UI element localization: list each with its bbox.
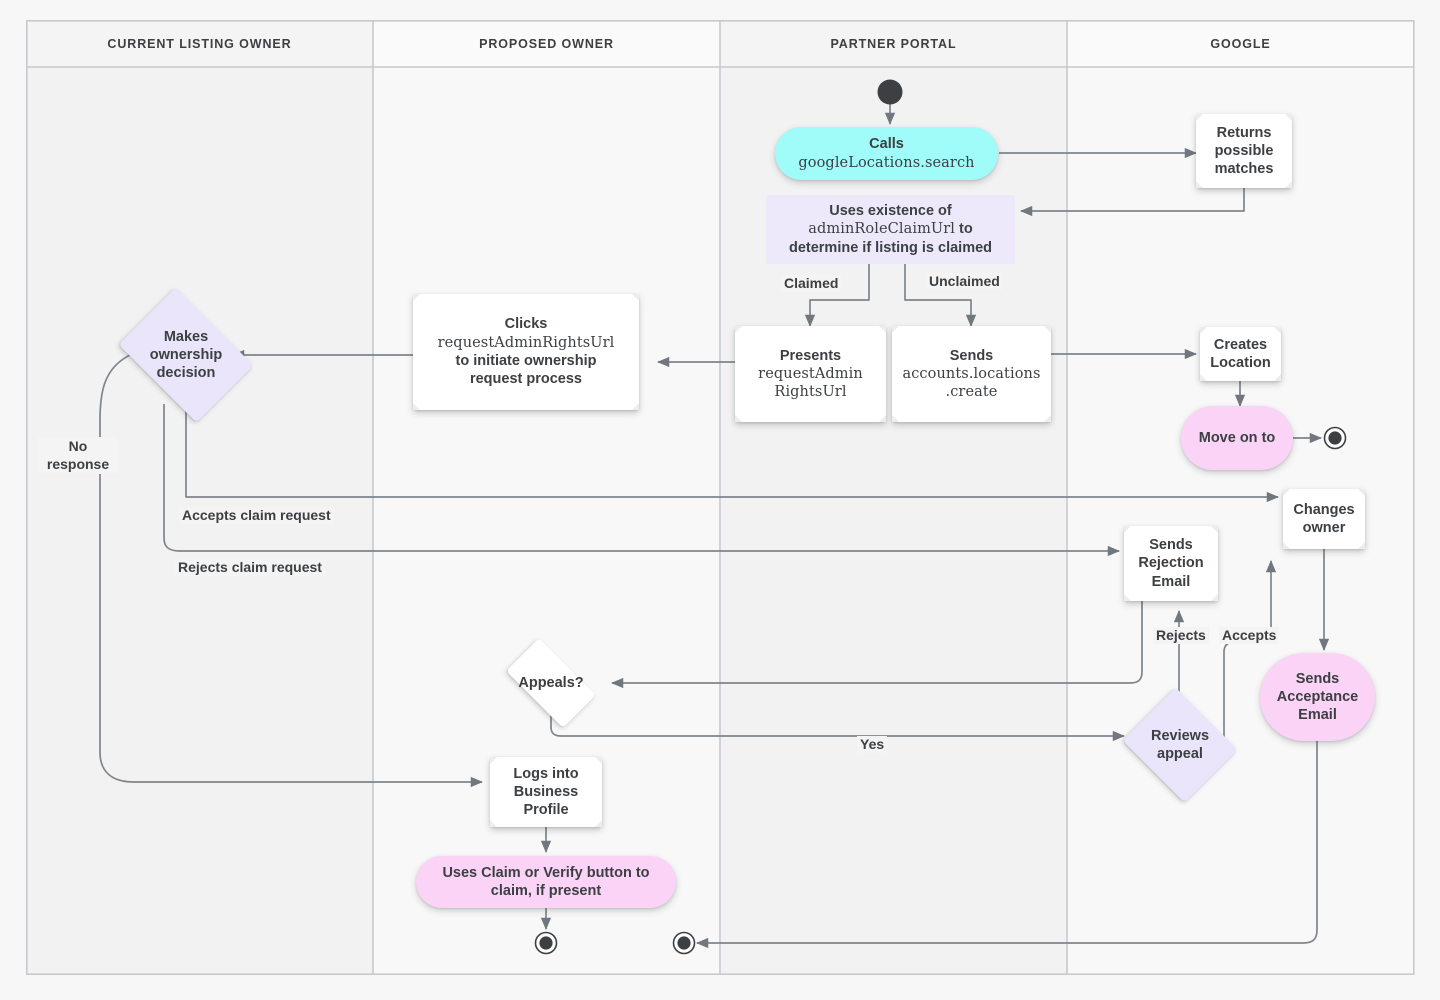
reviews-appeal-label: Reviews appeal (1150, 727, 1210, 762)
node-move-on-to[interactable]: Move on to (1181, 406, 1293, 470)
end-node-partner-portal (672, 931, 696, 955)
lane-header-strip (26, 20, 1414, 67)
node-clicks-request-admin-rights-url[interactable]: Clicks requestAdminRightsUrl to initiate… (413, 294, 639, 410)
lane-title-google: GOOGLE (1210, 36, 1271, 51)
makes-ownership-decision-label: Makes ownership decision (149, 328, 223, 382)
node-makes-ownership-decision[interactable]: Makes ownership decision (108, 287, 264, 423)
returns-possible-matches-label: Returns possible matches (1214, 124, 1274, 178)
creates-location-label: Creates Location (1210, 336, 1271, 371)
edge-decision-rejects (163, 404, 1120, 557)
appeals-label: Appeals? (518, 674, 584, 691)
edge-label-rejects: Rejects (1153, 627, 1209, 644)
edge-label-no-response: No response (38, 437, 118, 474)
logs-into-business-profile-label: Logs into Business Profile (513, 765, 579, 819)
uses-existence-line-3: determine if listing is claimed (788, 239, 993, 256)
clicks-line-1: Clicks (504, 316, 548, 333)
node-uses-claim-or-verify-button[interactable]: Uses Claim or Verify button to claim, if… (416, 856, 676, 908)
presents-line-3: RightsUrl (774, 384, 847, 401)
no-response-line-1: No (68, 438, 88, 454)
edge-label-accepts: Accepts (1219, 627, 1280, 644)
presents-line-1: Presents (779, 347, 842, 364)
changes-owner-label: Changes owner (1293, 501, 1355, 536)
edge-returns-to-uses (1020, 186, 1245, 217)
edge-decision-accepts (185, 402, 1279, 503)
end-node-google (1323, 426, 1347, 450)
start-node-partner-portal (877, 79, 903, 105)
clicks-line-2: requestAdminRightsUrl (437, 334, 615, 351)
terminal-nodes (534, 79, 1347, 955)
node-logs-into-business-profile[interactable]: Logs into Business Profile (490, 757, 602, 827)
edge-uses-fork-left (804, 264, 870, 327)
connectors (99, 103, 1330, 949)
end-node-proposed-owner (534, 931, 558, 955)
node-sends-accounts-locations-create[interactable]: Sends accounts.locations .create (892, 326, 1051, 422)
edge-rejection-to-appeals (611, 600, 1143, 689)
sends-create-line-3: .create (945, 384, 998, 401)
presents-line-2: requestAdmin (758, 365, 863, 382)
node-uses-existence-admin-role-claim-url[interactable]: Uses existence of adminRoleClaimUrl to d… (766, 195, 1015, 264)
lane-title-partner-portal: PARTNER PORTAL (830, 36, 957, 51)
node-creates-location[interactable]: Creates Location (1200, 327, 1281, 381)
edge-decision-no-response (99, 354, 483, 788)
clicks-line-4: request process (469, 371, 582, 388)
edge-label-unclaimed: Unclaimed (926, 273, 1003, 290)
calls-line-2: googleLocations.search (798, 154, 975, 171)
uses-existence-line-1: Uses existence of (829, 203, 952, 220)
edge-label-claimed: Claimed (781, 275, 842, 292)
sends-acceptance-email-label: Sends Acceptance Email (1276, 670, 1359, 724)
edge-appeals-yes (550, 712, 1125, 742)
lane-title-proposed-owner: PROPOSED OWNER (479, 36, 614, 51)
sends-rejection-email-label: Sends Rejection Email (1138, 537, 1204, 590)
lane-title-current-listing-owner: CURRENT LISTING OWNER (107, 36, 292, 51)
edge-acceptance-to-end (696, 740, 1318, 949)
edge-label-yes: Yes (857, 736, 888, 753)
uses-existence-mono: adminRoleClaimUrl (808, 221, 956, 238)
node-reviews-appeal[interactable]: Reviews appeal (1118, 687, 1242, 803)
uses-existence-tail: to (955, 221, 973, 238)
sends-create-line-1: Sends (949, 347, 994, 364)
node-sends-acceptance-email[interactable]: Sends Acceptance Email (1260, 653, 1375, 741)
uses-existence-line-2: adminRoleClaimUrl to (789, 220, 992, 238)
node-calls-google-locations-search[interactable]: Calls googleLocations.search (775, 127, 998, 180)
node-returns-possible-matches[interactable]: Returns possible matches (1196, 114, 1292, 188)
no-response-line-2: response (46, 456, 110, 473)
move-on-to-label: Move on to (1198, 429, 1276, 446)
node-presents-request-admin-rights-url[interactable]: Presents requestAdmin RightsUrl (735, 326, 886, 422)
node-changes-owner[interactable]: Changes owner (1283, 489, 1365, 549)
calls-line-1: Calls (869, 136, 904, 153)
uses-claim-or-verify-label: Uses Claim or Verify button to claim, if… (442, 864, 650, 899)
node-appeals[interactable]: Appeals? (494, 638, 608, 728)
edge-label-accepts-claim-request: Accepts claim request (179, 507, 334, 524)
edge-label-rejects-claim-request: Rejects claim request (175, 559, 325, 576)
sends-create-line-2: accounts.locations (902, 365, 1041, 382)
clicks-line-3: to initiate ownership (455, 353, 597, 369)
edge-uses-fork-right (904, 264, 977, 327)
node-sends-rejection-email[interactable]: Sends Rejection Email (1124, 526, 1218, 601)
